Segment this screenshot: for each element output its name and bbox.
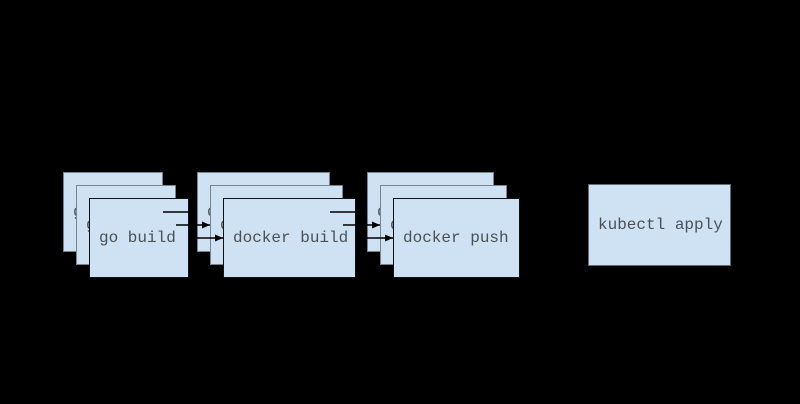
docker-build-label: docker build: [233, 229, 349, 247]
docker-push-box-front: docker push: [393, 198, 520, 278]
kubectl-apply-label: kubectl apply: [598, 216, 723, 234]
docker-build-box-front: docker build: [223, 198, 356, 278]
go-build-box-front: go build: [89, 198, 189, 278]
kubectl-apply-box: kubectl apply: [588, 184, 731, 266]
go-build-label: go build: [99, 229, 176, 247]
docker-push-label: docker push: [403, 229, 509, 247]
